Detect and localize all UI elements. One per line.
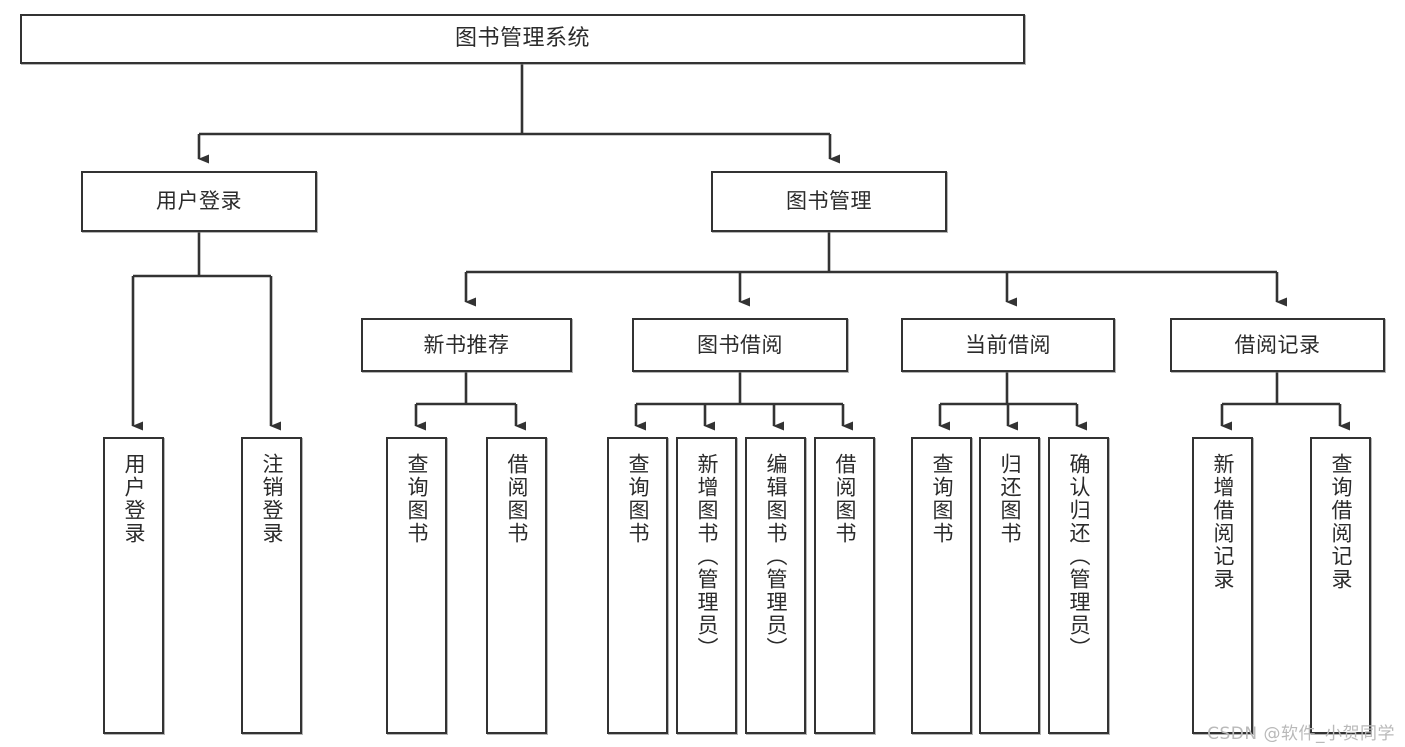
csdn-watermark: CSDN @软件_小贺同学 bbox=[1207, 724, 1395, 744]
node-leaf-confirm-return-label: 确认归还（管理员） bbox=[1067, 453, 1091, 660]
node-current-borrow-label: 当前借阅 bbox=[965, 332, 1051, 357]
node-new-book-recommend-label: 新书推荐 bbox=[423, 332, 510, 357]
node-leaf-query-book-1[interactable]: 查询图书 bbox=[386, 437, 447, 734]
node-leaf-borrow-book-1-label: 借阅图书 bbox=[505, 453, 529, 545]
node-leaf-add-book-label: 新增图书（管理员） bbox=[695, 453, 719, 660]
node-book-borrow-label: 图书借阅 bbox=[697, 332, 783, 357]
node-leaf-return-book[interactable]: 归还图书 bbox=[979, 437, 1040, 734]
node-borrow-record[interactable]: 借阅记录 bbox=[1170, 318, 1385, 372]
node-current-borrow[interactable]: 当前借阅 bbox=[901, 318, 1115, 372]
node-leaf-add-book[interactable]: 新增图书（管理员） bbox=[676, 437, 737, 734]
node-user-login[interactable]: 用户登录 bbox=[81, 171, 317, 232]
node-leaf-query-book-3-label: 查询图书 bbox=[930, 453, 954, 545]
node-leaf-edit-book-label: 编辑图书（管理员） bbox=[764, 453, 788, 660]
node-leaf-borrow-book-2-label: 借阅图书 bbox=[833, 453, 857, 545]
node-leaf-logout[interactable]: 注销登录 bbox=[241, 437, 302, 734]
node-root[interactable]: 图书管理系统 bbox=[20, 14, 1025, 64]
node-leaf-add-record-label: 新增借阅记录 bbox=[1211, 453, 1235, 591]
node-new-book-recommend[interactable]: 新书推荐 bbox=[361, 318, 572, 372]
node-leaf-user-login[interactable]: 用户登录 bbox=[103, 437, 164, 734]
node-book-borrow[interactable]: 图书借阅 bbox=[632, 318, 848, 372]
node-leaf-edit-book[interactable]: 编辑图书（管理员） bbox=[745, 437, 806, 734]
node-leaf-borrow-book-2[interactable]: 借阅图书 bbox=[814, 437, 875, 734]
node-root-label: 图书管理系统 bbox=[454, 26, 590, 52]
node-leaf-query-record[interactable]: 查询借阅记录 bbox=[1310, 437, 1371, 734]
node-leaf-add-record[interactable]: 新增借阅记录 bbox=[1192, 437, 1253, 734]
node-leaf-query-book-1-label: 查询图书 bbox=[405, 453, 429, 545]
node-book-manage[interactable]: 图书管理 bbox=[711, 171, 947, 232]
node-user-login-label: 用户登录 bbox=[156, 189, 242, 214]
node-leaf-query-book-2[interactable]: 查询图书 bbox=[607, 437, 668, 734]
node-leaf-user-login-label: 用户登录 bbox=[122, 453, 146, 545]
node-leaf-query-book-2-label: 查询图书 bbox=[626, 453, 650, 545]
node-leaf-borrow-book-1[interactable]: 借阅图书 bbox=[486, 437, 547, 734]
node-leaf-query-record-label: 查询借阅记录 bbox=[1329, 453, 1353, 591]
node-borrow-record-label: 借阅记录 bbox=[1234, 332, 1321, 357]
node-leaf-return-book-label: 归还图书 bbox=[998, 453, 1022, 545]
node-leaf-query-book-3[interactable]: 查询图书 bbox=[911, 437, 972, 734]
node-book-manage-label: 图书管理 bbox=[786, 189, 872, 214]
node-leaf-confirm-return[interactable]: 确认归还（管理员） bbox=[1048, 437, 1109, 734]
node-leaf-logout-label: 注销登录 bbox=[260, 453, 284, 545]
